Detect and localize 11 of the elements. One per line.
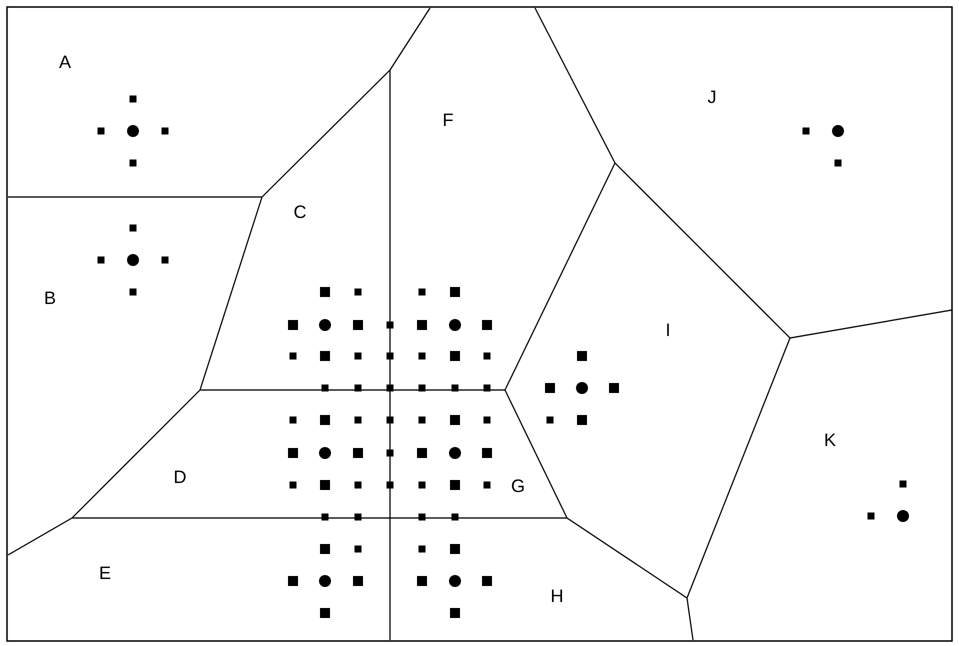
region-label: I — [666, 320, 670, 340]
region-label: G — [511, 476, 525, 496]
region-label: E — [99, 563, 111, 583]
region-label: D — [174, 467, 186, 487]
region-label: H — [550, 586, 564, 606]
region-label: F — [442, 110, 454, 130]
region-label: B — [44, 288, 56, 308]
region-label: A — [59, 52, 71, 72]
region-label: J — [708, 87, 716, 107]
region-label: C — [294, 202, 306, 222]
region-label: K — [824, 430, 836, 450]
